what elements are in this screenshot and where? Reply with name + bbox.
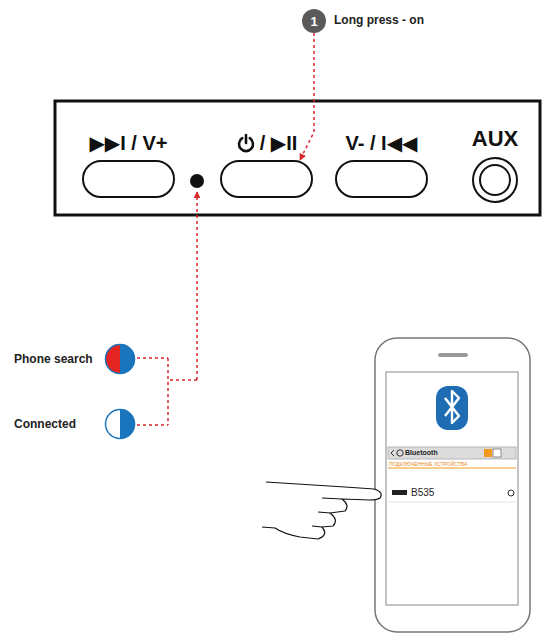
jack-socket xyxy=(479,164,511,196)
legend-label: Connected xyxy=(14,418,76,430)
screen-text: Bluetooth xyxy=(405,449,438,456)
callout-note: Long press - on xyxy=(334,14,424,26)
control-button: / ▶II xyxy=(220,160,313,198)
button-label-group: / ▶II xyxy=(192,133,341,153)
button-label: ▶▶I / V+ xyxy=(89,133,167,153)
legend-entry: Phone search xyxy=(0,343,160,377)
callout-number: 1 xyxy=(302,9,326,33)
button-label: / ▶II xyxy=(260,133,298,153)
led-indicator xyxy=(190,174,204,188)
led-leader xyxy=(137,192,197,425)
aux-jack: AUX xyxy=(472,157,518,203)
screen-text: B535 xyxy=(411,488,434,498)
button-label: V- / I◀◀ xyxy=(346,133,418,153)
callout-leader xyxy=(300,33,314,160)
legend-label: Phone search xyxy=(14,353,93,365)
led-state-swatch xyxy=(104,408,136,440)
pointing-hand xyxy=(262,482,381,539)
callout-marker: 1 Long press - on xyxy=(302,9,452,33)
button-label-group: V- / I◀◀ xyxy=(307,133,456,153)
bluetooth-icon xyxy=(436,386,468,430)
phone xyxy=(375,338,530,632)
control-button: ▶▶I / V+ xyxy=(82,160,175,198)
control-panel xyxy=(55,101,540,215)
button-label-group: AUX xyxy=(444,128,546,150)
control-button: V- / I◀◀ xyxy=(335,160,428,198)
screen-text: ПОДКЛЮЧЕННЫЕ УСТРОЙСТВА xyxy=(389,462,467,467)
button-label-group: ▶▶I / V+ xyxy=(54,133,203,153)
button-label: AUX xyxy=(472,128,518,150)
legend-entry: Connected xyxy=(0,408,160,442)
led-state-swatch xyxy=(104,343,136,375)
power-symbol xyxy=(236,133,256,153)
